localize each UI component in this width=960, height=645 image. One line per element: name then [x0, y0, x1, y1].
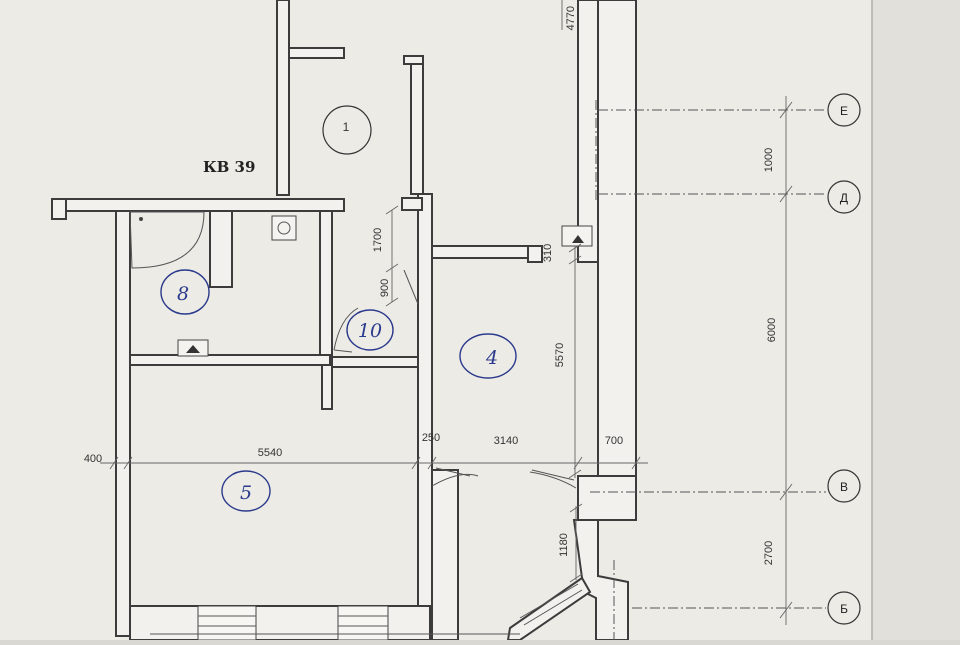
dim-3140: 3140 — [494, 435, 518, 447]
axis-markers: Е Д В Б — [827, 93, 861, 625]
axis-d-circle — [827, 180, 861, 214]
toilet-icon — [271, 215, 297, 241]
dimension-labels: 4770 1000 1700 310 900 6000 5570 400 554… — [84, 6, 778, 565]
axis-v-label: В — [840, 480, 848, 494]
axis-v-circle — [827, 469, 861, 503]
room-markers: 1 8 10 4 5 — [160, 105, 517, 512]
dim-2700: 2700 — [763, 541, 775, 565]
dim-5540: 5540 — [258, 447, 282, 459]
paper-underlay — [872, 0, 960, 640]
dim-1180: 1180 — [558, 533, 570, 557]
doors — [333, 269, 577, 489]
drain-icon — [139, 217, 143, 221]
room-5-circle — [221, 470, 271, 512]
room-8-circle — [160, 269, 210, 315]
dim-700: 700 — [605, 435, 623, 447]
room-1-number: 1 — [343, 120, 350, 134]
dim-5570: 5570 — [554, 343, 566, 367]
room-1-circle — [322, 105, 372, 155]
dim-1000: 1000 — [763, 148, 775, 172]
room-4-number: 4 — [485, 347, 498, 369]
bay-window-glazing — [519, 583, 583, 626]
room5-windows — [150, 605, 520, 641]
axis-e-label: Е — [840, 104, 848, 118]
dim-310: 310 — [542, 244, 554, 262]
axis-b-circle — [827, 591, 861, 625]
dim-400: 400 — [84, 453, 102, 465]
dim-250: 250 — [422, 432, 440, 444]
apartment-label: КВ 39 — [203, 158, 255, 176]
kitchen-sink-icon — [561, 225, 593, 247]
axis-lines — [590, 100, 826, 640]
dim-900: 900 — [379, 279, 391, 297]
room-5-number: 5 — [240, 482, 252, 504]
dim-1700: 1700 — [372, 228, 384, 252]
bathroom-fixtures — [129, 211, 593, 357]
dim-6000: 6000 — [766, 318, 778, 342]
axis-e-circle — [827, 93, 861, 127]
dim-4770: 4770 — [565, 6, 577, 30]
axis-b-label: Б — [840, 602, 848, 616]
room-4-circle — [459, 333, 517, 379]
dimension-lines — [100, 0, 793, 625]
room-10-number: 10 — [358, 320, 382, 342]
room-10-circle — [346, 309, 394, 351]
axis-d-label: Д — [840, 191, 848, 205]
room-8-number: 8 — [177, 283, 189, 305]
